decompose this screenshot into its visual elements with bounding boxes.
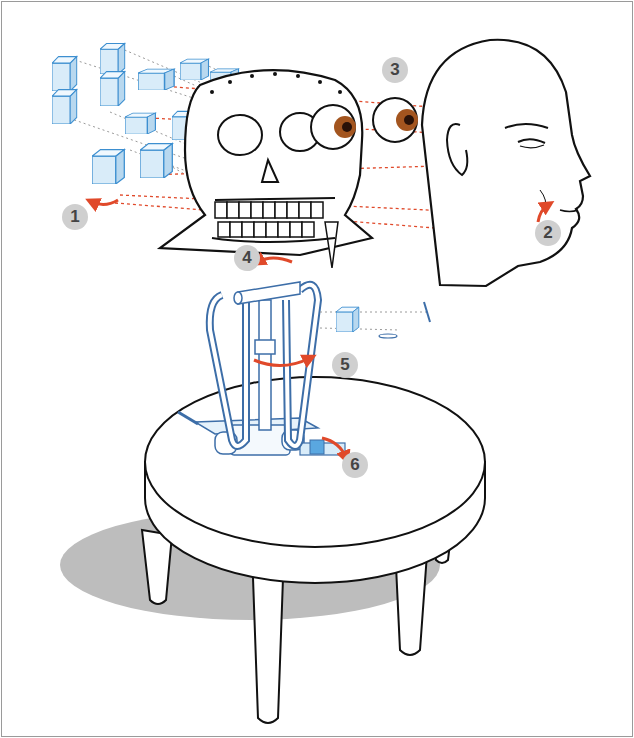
- motion-arrows: [92, 200, 548, 458]
- callout-number: 1: [62, 204, 88, 230]
- eyeballs: [311, 98, 418, 149]
- callout-number: 4: [234, 245, 260, 271]
- skull: [160, 70, 372, 268]
- callout-number: 3: [382, 57, 408, 83]
- face: [422, 40, 590, 286]
- callout-number: 5: [332, 352, 358, 378]
- neck-mechanism: [178, 282, 430, 455]
- callout-number: 6: [342, 452, 368, 478]
- table: [145, 377, 485, 583]
- callout-number: 2: [535, 220, 561, 246]
